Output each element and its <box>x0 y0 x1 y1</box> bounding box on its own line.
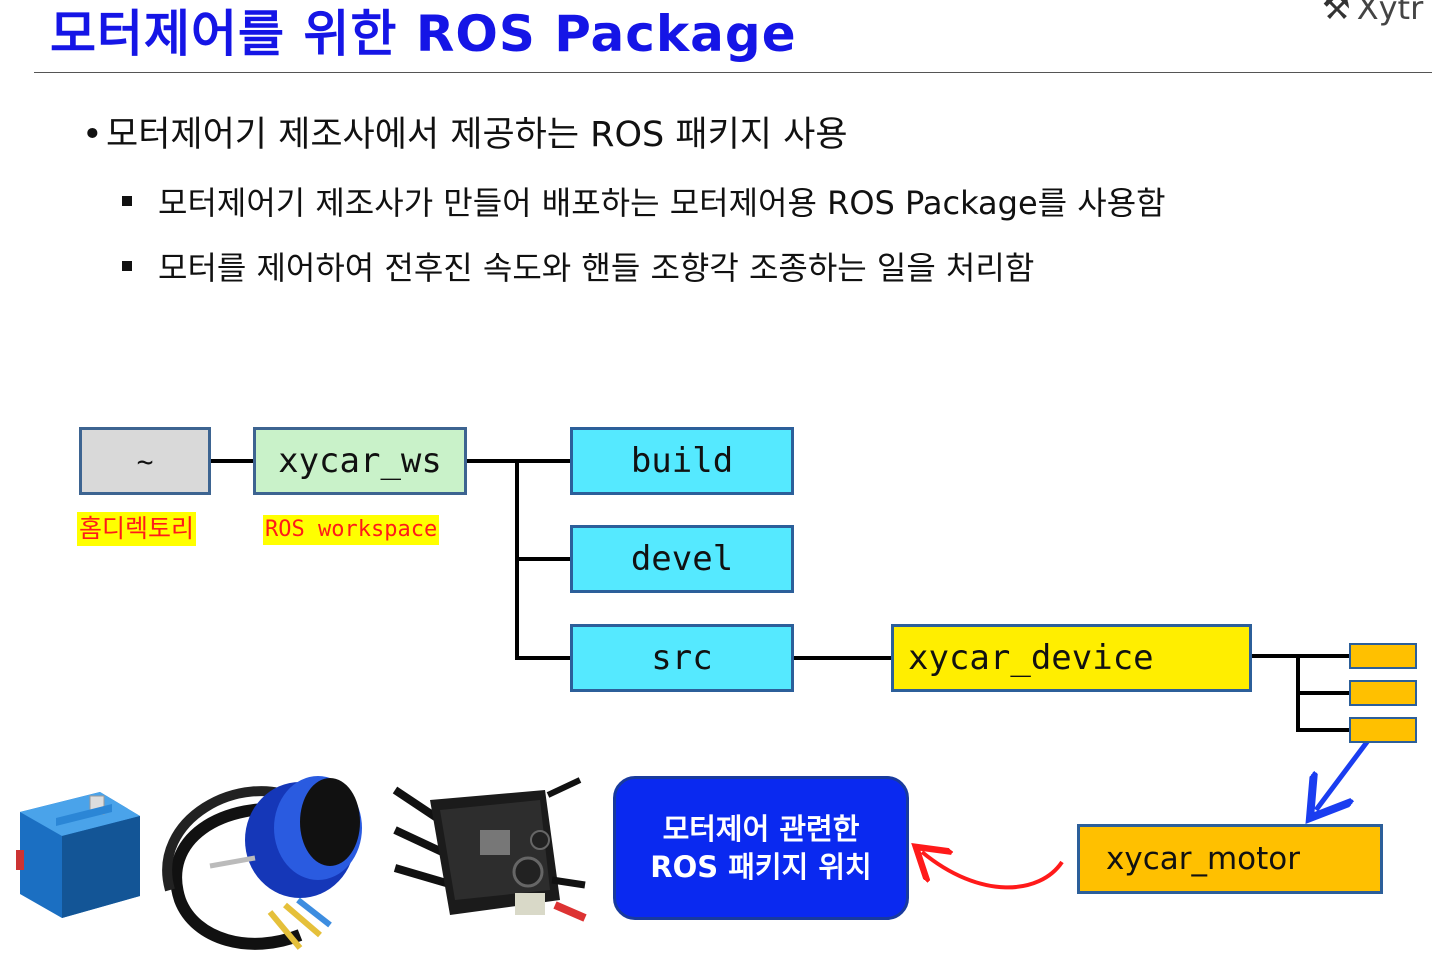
callout-line-1: 모터제어 관련한 <box>662 812 860 846</box>
subpackage-box <box>1349 680 1417 706</box>
bullet-sub-1-text: 모터제어기 제조사가 만들어 배포하는 모터제어용 ROS Package를 사… <box>158 184 1166 222</box>
folder-src: src <box>570 624 794 692</box>
workspace-label: ROS workspace <box>263 515 440 545</box>
subpackage-box <box>1349 717 1417 743</box>
folder-devel: devel <box>570 525 794 593</box>
blue-arrow <box>1316 728 1378 810</box>
folder-xycar-ws: xycar_ws <box>253 427 467 495</box>
folder-build: build <box>570 427 794 495</box>
brushless-motor-image <box>162 776 362 950</box>
bullet-sub-2-text: 모터를 제어하여 전후진 속도와 핸들 조향각 조종하는 일을 처리함 <box>158 249 1035 287</box>
title-divider <box>34 72 1432 73</box>
red-arrow <box>922 852 1064 890</box>
bullet-square-icon <box>122 196 132 206</box>
callout-line-2: ROS 패키지 위치 <box>650 850 872 884</box>
wrench-icon: ⚒ <box>1322 0 1351 27</box>
bullet-sub-1: 모터제어기 제조사가 만들어 배포하는 모터제어용 ROS Package를 사… <box>122 181 1166 225</box>
page-title: 모터제어를 위한 ROS Package <box>50 5 797 63</box>
bullet-sub-2: 모터를 제어하여 전후진 속도와 핸들 조향각 조종하는 일을 처리함 <box>122 246 1034 290</box>
servo-motor-image <box>16 792 140 918</box>
logo-text: Xytr <box>1356 0 1424 27</box>
bullet-dot-icon: • <box>82 115 103 155</box>
subpackage-box <box>1349 643 1417 669</box>
tree-connectors <box>211 459 1349 732</box>
home-directory-label: 홈디렉토리 <box>77 512 197 546</box>
bullet-main: •모터제어기 제조사에서 제공하는 ROS 패키지 사용 <box>82 112 848 158</box>
package-xycar-motor: xycar_motor <box>1077 824 1383 894</box>
callout-box: 모터제어 관련한 ROS 패키지 위치 <box>613 776 909 920</box>
motor-controller-board-image <box>392 777 587 922</box>
folder-home: ~ <box>79 427 211 495</box>
bullet-main-text: 모터제어기 제조사에서 제공하는 ROS 패키지 사용 <box>106 115 848 155</box>
logo: ⚒Xytr <box>1322 0 1423 24</box>
bullet-square-icon <box>122 261 132 271</box>
folder-xycar-device: xycar_device <box>891 624 1252 692</box>
